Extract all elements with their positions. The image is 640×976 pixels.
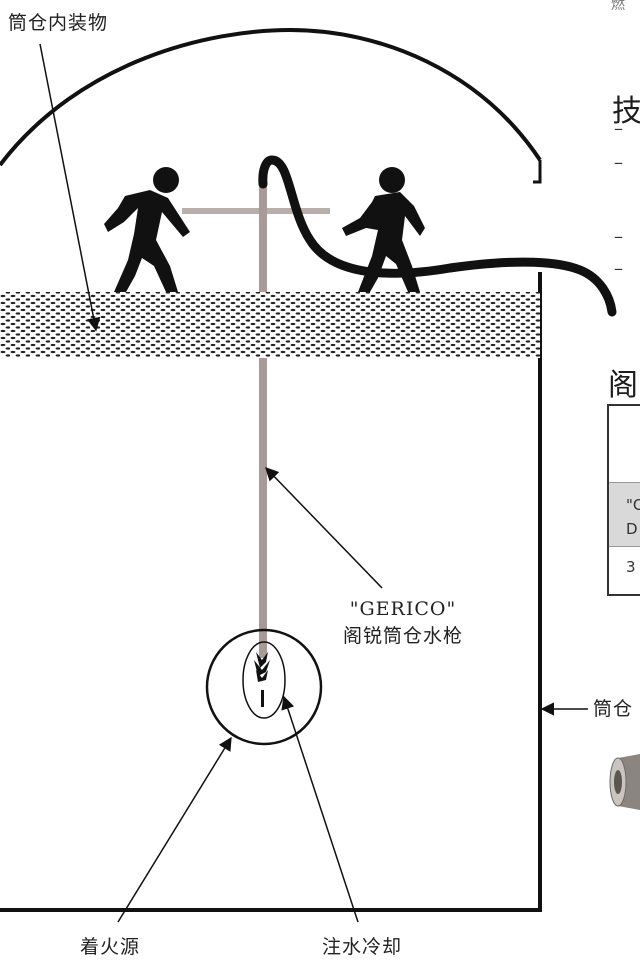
label-silo-wall: 筒仓 [593,698,634,720]
label-lance-name: 阁锐筒仓水枪 [342,625,463,647]
side-table-header [609,406,640,483]
side-table-row2-line1: "C [626,496,640,514]
cooling-zone-ellipse [242,641,286,719]
side-dash-2: – [614,152,623,173]
water-hose [258,155,617,317]
side-top-fragment: 燃 [611,0,625,13]
silo-roof [0,27,542,167]
side-table-row-highlight: "C D [609,483,640,547]
pointer-silo-contents [39,43,101,332]
side-table-fragment: "C D 3 [607,404,640,596]
label-silo-contents: 筒仓内装物 [8,12,109,34]
nozzle-image [609,754,640,810]
label-ignition-source: 着火源 [80,936,141,958]
pointer-cooling [281,695,359,923]
lance-nozzle-tip [261,690,264,707]
worker-left-icon [104,167,190,292]
label-lance: "GERICO" 阁锐筒仓水枪 [318,596,488,650]
lance-crossbar [182,208,330,214]
lance-pipe-lower [259,358,267,658]
side-dash-1: – [614,118,623,139]
label-water-cooling: 注水冷却 [322,936,403,958]
worker-right-icon [342,167,425,292]
silo-wall [0,272,542,912]
silo-contents-layer [0,292,540,358]
side-section-heading-fragment: 阁 [608,368,638,403]
ignition-source-circle [205,628,323,746]
side-heading-fragment: 技 [612,94,640,129]
label-lance-brand: "GERICO" [349,598,457,620]
roof-hook [533,160,542,184]
side-dash-4: – [614,258,623,279]
lance-pipe-upper [259,180,267,292]
pointer-lance [265,467,383,589]
side-dash-3: – [614,226,623,247]
flame-icon [254,652,270,682]
pointer-ignition [117,736,232,923]
side-table-row3: 3 [626,558,636,576]
side-table-row2-line2: D [626,520,638,538]
